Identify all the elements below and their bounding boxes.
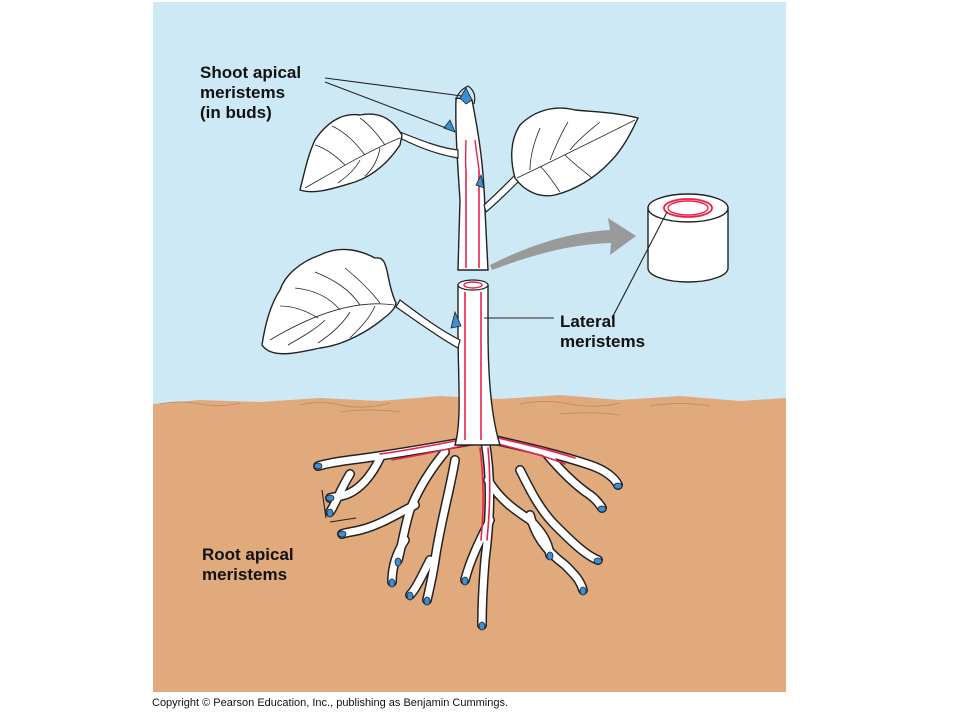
lower-bud-icon bbox=[450, 310, 462, 329]
copyright-notice: Copyright © Pearson Education, Inc., pub… bbox=[152, 697, 509, 709]
root-apical-line-1: Root apical bbox=[202, 545, 294, 564]
soil-background bbox=[153, 395, 786, 692]
shoot-apical-meristems-label: Shoot apical meristems (in buds) bbox=[200, 63, 301, 123]
leader-lines bbox=[321, 77, 668, 523]
lower-petiole bbox=[395, 299, 461, 349]
curved-arrow-icon bbox=[490, 218, 636, 270]
lateral-line-1: Lateral bbox=[560, 312, 616, 331]
shoot-apical-buds bbox=[443, 87, 485, 189]
root-apical-tips bbox=[313, 462, 623, 631]
root-apical-meristems-label: Root apical meristems bbox=[202, 545, 294, 585]
upper-right-leaf bbox=[511, 107, 639, 197]
upper-left-leaf bbox=[299, 113, 403, 193]
soil-texture bbox=[159, 401, 711, 416]
lateral-line-2: meristems bbox=[560, 332, 646, 351]
upper-left-petiole bbox=[399, 130, 459, 159]
lateral-meristems-label: Lateral meristems bbox=[560, 312, 645, 352]
shoot-apical-line-3: (in buds) bbox=[200, 103, 272, 122]
shoot-apical-line-1: Shoot apical bbox=[200, 63, 302, 82]
terminal-bud-icon bbox=[455, 85, 476, 105]
shoot-apical-line-2: meristems bbox=[200, 83, 286, 102]
lower-stem bbox=[454, 279, 501, 446]
lower-leaf bbox=[261, 248, 397, 355]
root-apical-line-2: meristems bbox=[202, 565, 288, 584]
cylinder-cross-section-icon bbox=[647, 193, 729, 283]
